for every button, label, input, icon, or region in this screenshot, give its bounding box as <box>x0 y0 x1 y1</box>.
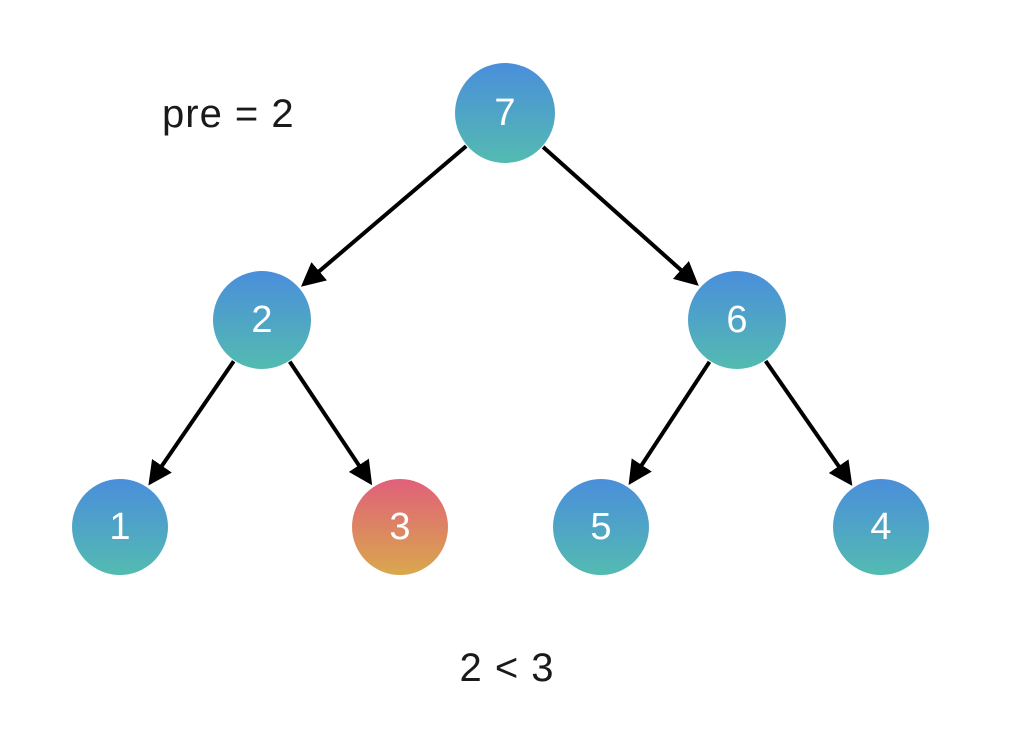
edge-n2-n1 <box>148 360 236 486</box>
edge-n6-n5 <box>628 360 712 486</box>
tree-node-5-label: 5 <box>590 506 611 548</box>
tree-node-1-label: 1 <box>109 506 130 548</box>
annotation-comparison: 2 < 3 <box>459 646 555 690</box>
tree-node-7-label: 7 <box>494 92 515 134</box>
tree-node-4-label: 4 <box>870 506 891 548</box>
nodes-layer: 7 2 6 1 3 5 4 <box>72 63 929 575</box>
tree-node-3 <box>352 479 448 575</box>
tree-node-4 <box>833 479 929 575</box>
tree-node-5 <box>553 479 649 575</box>
annotation-pre-value: pre = 2 <box>162 92 295 136</box>
edges-layer <box>148 144 853 486</box>
edge-n2-n3 <box>288 360 373 486</box>
edge-n6-n4 <box>763 359 853 486</box>
tree-node-1 <box>72 479 168 575</box>
tree-node-7 <box>455 63 555 163</box>
edge-n7-n2 <box>300 144 468 287</box>
tree-node-6 <box>688 271 786 369</box>
tree-node-3-label: 3 <box>389 506 410 548</box>
tree-node-6-label: 6 <box>726 299 747 341</box>
edge-n7-n6 <box>541 145 699 286</box>
tree-node-2-label: 2 <box>251 299 272 341</box>
tree-node-2 <box>213 271 311 369</box>
